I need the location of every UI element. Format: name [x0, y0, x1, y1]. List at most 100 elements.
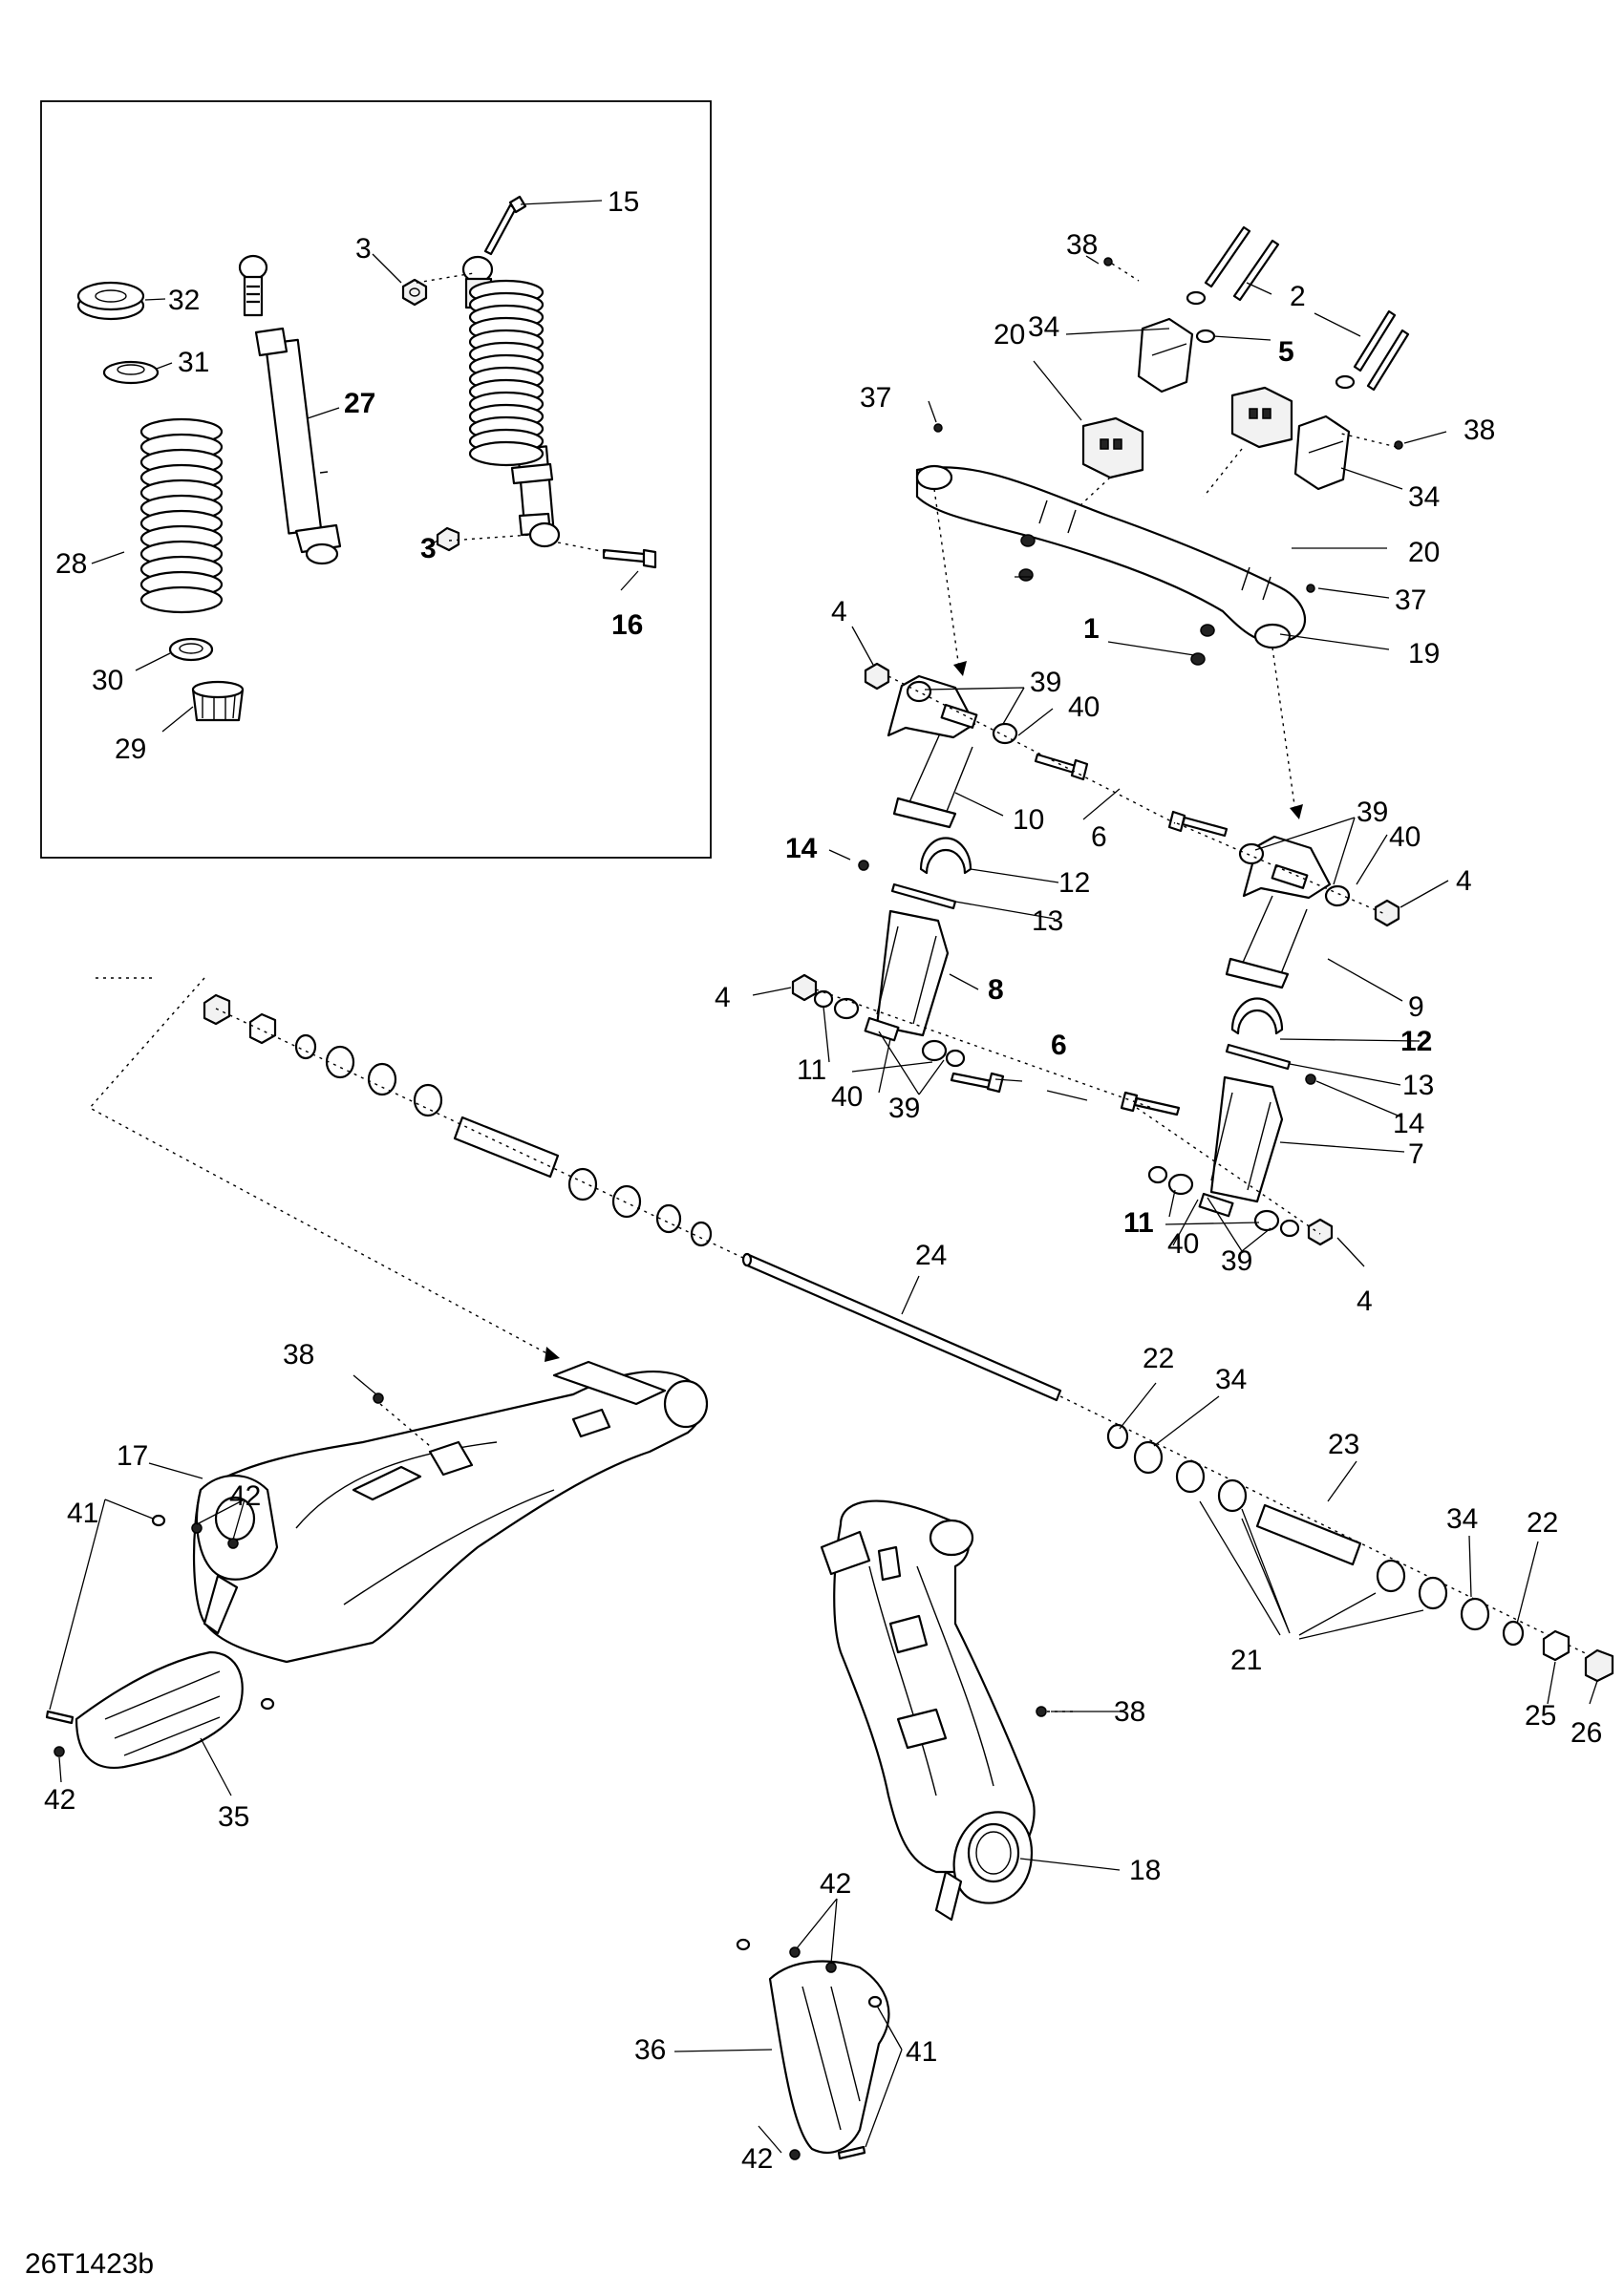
screws-38-lower — [373, 1392, 1047, 1717]
clips-12 — [919, 837, 1284, 1035]
pins-13 — [890, 882, 1292, 1071]
callout-17: 17 — [117, 1440, 148, 1472]
callout-39: 39 — [1030, 667, 1061, 698]
callout-7: 7 — [1408, 1138, 1424, 1170]
callout-42c: 42 — [820, 1868, 851, 1900]
callout-40c: 40 — [831, 1081, 863, 1113]
callout-10: 10 — [1013, 804, 1044, 836]
part-34-clamp-left — [1137, 317, 1194, 393]
callout-29: 29 — [115, 733, 146, 765]
callout-22b: 22 — [1527, 1507, 1558, 1539]
part-15-upper-bolt — [483, 195, 527, 256]
washers-5 — [1186, 290, 1356, 390]
part-30-spring-seat-lower — [168, 637, 214, 662]
callout-15: 15 — [608, 186, 639, 218]
callout-16: 16 — [611, 609, 643, 641]
part-19-sway-bar — [915, 464, 1307, 649]
part-29-adjuster-collar — [191, 680, 245, 722]
callout-4: 4 — [831, 596, 847, 627]
bolts-6 — [950, 753, 1229, 1116]
callout-23: 23 — [1328, 1429, 1359, 1460]
callout-42: 42 — [229, 1480, 261, 1512]
part-20-bushing-right — [1230, 386, 1293, 449]
callout-21: 21 — [1230, 1645, 1262, 1676]
callout-41: 41 — [67, 1498, 98, 1529]
callout-34: 34 — [1028, 311, 1059, 343]
callout-3b: 3 — [420, 533, 437, 564]
callout-11b: 11 — [1123, 1207, 1154, 1239]
callout-20: 20 — [994, 319, 1025, 351]
callout-36: 36 — [634, 2034, 666, 2066]
part-32-spring-seat-upper — [76, 281, 145, 321]
part-28-coil-spring — [139, 417, 224, 614]
right-bearing-stack — [1106, 1423, 1614, 1683]
callout-27: 27 — [344, 388, 375, 419]
callout-40d: 40 — [1167, 1228, 1199, 1260]
callout-12: 12 — [1058, 867, 1090, 899]
shock-absorber-inset-box — [40, 100, 712, 859]
callout-25: 25 — [1525, 1700, 1556, 1732]
left-bearing-stack — [203, 993, 713, 1247]
callout-42b: 42 — [44, 1784, 75, 1816]
callout-4b: 4 — [1456, 865, 1472, 897]
link-8 — [875, 909, 950, 1037]
callout-32: 32 — [168, 285, 200, 316]
callout-38b: 38 — [1464, 415, 1495, 446]
callout-37: 37 — [860, 382, 891, 414]
callout-18: 18 — [1129, 1855, 1161, 1886]
part-20-bushing-left — [1081, 416, 1144, 479]
screws-38-top — [1103, 257, 1403, 450]
callout-5: 5 — [1278, 336, 1294, 368]
callout-14b: 14 — [1393, 1108, 1424, 1139]
callout-24: 24 — [915, 1240, 947, 1271]
fasteners-41-42 — [45, 1514, 883, 2160]
callout-39b: 39 — [1357, 797, 1388, 828]
reference-code: 26T1423b — [25, 2248, 154, 2280]
callout-11: 11 — [797, 1054, 826, 1086]
callout-13b: 13 — [1402, 1070, 1434, 1101]
callout-38d: 38 — [1114, 1696, 1145, 1728]
callout-28: 28 — [55, 548, 87, 580]
callout-14: 14 — [785, 833, 818, 864]
callout-39d: 39 — [1221, 1245, 1252, 1277]
callout-6b: 6 — [1051, 1030, 1067, 1061]
nut-3-upper — [401, 278, 428, 307]
part-35-skid-plate-left — [75, 1650, 244, 1769]
callout-40: 40 — [1068, 691, 1100, 723]
callout-37b: 37 — [1395, 585, 1426, 616]
nuts-14 — [858, 860, 1316, 1085]
callout-2: 2 — [1290, 281, 1306, 312]
callout-34d: 34 — [1446, 1503, 1478, 1535]
link-7 — [1209, 1075, 1284, 1203]
callout-3: 3 — [355, 233, 372, 265]
callout-42d: 42 — [741, 2143, 773, 2175]
callout-34c: 34 — [1215, 1364, 1247, 1395]
part-16-lower-bolt — [602, 548, 657, 569]
part-36-skid-plate-right — [768, 1960, 890, 2154]
callout-34b: 34 — [1408, 481, 1440, 513]
callout-30: 30 — [92, 665, 123, 696]
callout-35: 35 — [218, 1801, 249, 1833]
callout-8: 8 — [988, 974, 1004, 1006]
bushings-39-40-nuts-4 — [791, 662, 1400, 1246]
part-18-right-trailing-arm — [820, 1499, 1036, 1922]
callout-40b: 40 — [1389, 821, 1421, 853]
link-9 — [1225, 835, 1332, 989]
screws-37 — [933, 423, 1315, 593]
callout-4c: 4 — [715, 982, 731, 1013]
part-shock-assembly — [461, 255, 561, 548]
part-31-spring-retainer — [102, 360, 160, 385]
part-17-left-trailing-arm — [192, 1360, 709, 1664]
callout-4d: 4 — [1357, 1286, 1373, 1317]
part-34-clamp-right — [1293, 415, 1351, 491]
callout-39c: 39 — [888, 1093, 920, 1124]
callout-26: 26 — [1571, 1717, 1602, 1749]
callout-labels: 15 3 32 31 27 28 3 16 30 29 38 2 34 5 20… — [44, 186, 1602, 2175]
nut-3-lower — [436, 526, 460, 552]
callout-1: 1 — [1083, 613, 1100, 645]
leader-lines — [49, 200, 1598, 2154]
callout-41b: 41 — [906, 2036, 937, 2068]
callout-38c: 38 — [283, 1339, 314, 1371]
callout-13: 13 — [1032, 905, 1063, 937]
